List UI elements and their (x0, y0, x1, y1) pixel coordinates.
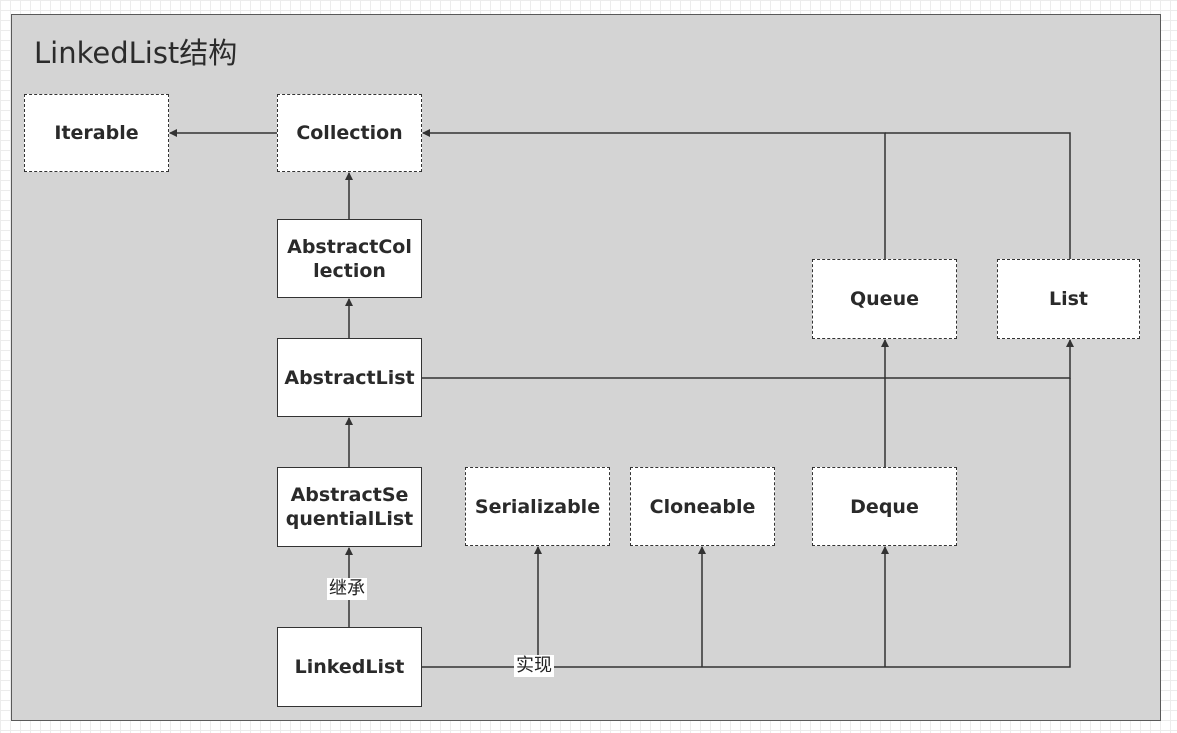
diagram-title: LinkedList结构 (34, 36, 238, 70)
edge-list-collection (885, 132, 1071, 259)
node-abstract-sequential-list[interactable]: AbstractSequentialList (277, 467, 422, 547)
node-collection[interactable]: Collection (277, 94, 422, 172)
edge-linkedlist-list (421, 378, 1071, 668)
node-linked-list[interactable]: LinkedList (277, 627, 422, 707)
node-cloneable[interactable]: Cloneable (630, 467, 775, 546)
diagram-container (11, 14, 1161, 721)
node-iterable[interactable]: Iterable (24, 94, 169, 172)
node-queue[interactable]: Queue (812, 259, 957, 339)
node-list[interactable]: List (997, 259, 1140, 339)
node-abstract-list[interactable]: AbstractList (277, 338, 422, 417)
node-deque[interactable]: Deque (812, 467, 957, 546)
edge-label-inherit: 继承 (327, 578, 367, 600)
edge-label-implement: 实现 (514, 655, 554, 677)
node-serializable[interactable]: Serializable (465, 467, 610, 546)
node-abstract-collection[interactable]: AbstractCollection (277, 219, 422, 298)
edge-abstractlist-list (421, 339, 1074, 379)
edge-queue-collection (422, 129, 886, 259)
